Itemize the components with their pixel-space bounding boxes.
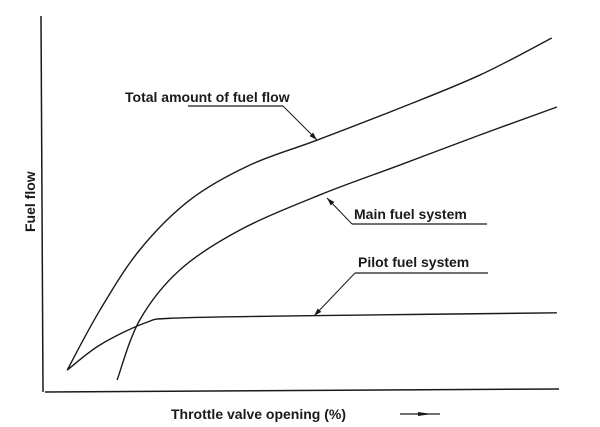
x-axis xyxy=(44,388,560,393)
y-axis xyxy=(40,15,44,393)
x-axis-label: Throttle valve opening (%) xyxy=(171,406,346,422)
leader-line xyxy=(282,105,318,141)
label-main-fuel-system-text: Main fuel system xyxy=(354,206,467,222)
series-main-fuel-system xyxy=(116,106,558,381)
series-pilot-fuel-system xyxy=(66,312,557,371)
arrowhead-icon xyxy=(327,198,335,206)
leader-line xyxy=(313,272,356,317)
x-axis-arrow-icon xyxy=(400,412,440,416)
y-axis-label: Fuel flow xyxy=(22,171,38,232)
label-main-fuel-system: Main fuel system xyxy=(326,197,487,225)
label-total-fuel-flow-text: Total amount of fuel flow xyxy=(125,89,290,105)
label-pilot-fuel-system-text: Pilot fuel system xyxy=(358,254,469,270)
arrowhead-icon xyxy=(314,308,322,316)
label-total-fuel-flow: Total amount of fuel flow xyxy=(125,89,318,141)
arrowhead-icon xyxy=(309,132,317,140)
label-pilot-fuel-system: Pilot fuel system xyxy=(313,254,488,317)
series-total-fuel-flow xyxy=(66,37,553,371)
